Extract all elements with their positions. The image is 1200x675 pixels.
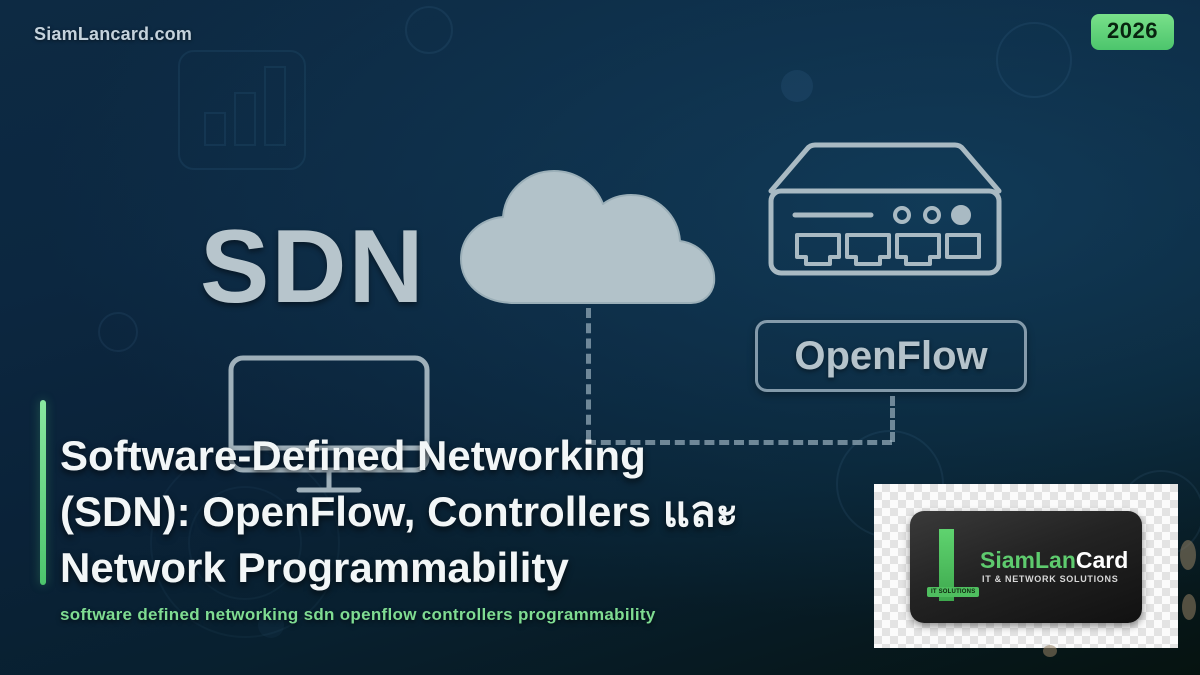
logo-brand-first: SiamLan [980,547,1076,573]
openflow-label: OpenFlow [794,333,988,378]
connector-cloud-down [586,308,591,440]
title-line-2: (SDN): OpenFlow, Controllers และ [60,488,739,535]
background-ring-2 [98,312,138,352]
connector-horizontal [586,440,892,445]
logo-brand-second: Card [1075,547,1129,573]
logo-tagline: IT & NETWORK SOLUTIONS [982,574,1119,584]
title-line-1: Software-Defined Networking [60,432,646,479]
sdn-wordmark: SDN [200,209,426,325]
cloud-icon [455,165,720,305]
openflow-badge: OpenFlow [755,320,1027,392]
connector-openflow-up [890,396,895,442]
decorative-blob-1 [1180,540,1196,570]
logo-it-solutions-badge: IT SOLUTIONS [927,587,980,597]
logo-panel: IT SOLUTIONS SiamLanCard IT & NETWORK SO… [874,484,1178,648]
site-name: SiamLancard.com [34,24,193,44]
logo-card: IT SOLUTIONS SiamLanCard IT & NETWORK SO… [910,511,1142,623]
logo-wordmark: SiamLanCard [980,547,1128,574]
decorative-blob-3 [1043,645,1057,657]
title-accent-bar [40,400,46,585]
background-ring-1 [405,6,453,54]
network-switch-icon [765,135,1005,295]
logo-green-bar-icon [939,529,954,601]
year-badge: 2026 [1091,14,1174,50]
bar-chart-icon [178,50,306,170]
decorative-blob-2 [1182,594,1196,620]
background-dot-1 [781,70,813,102]
background-ring-3 [996,22,1072,98]
page-title: Software-Defined Networking (SDN): OpenF… [60,428,860,596]
keyword-subtitle: software defined networking sdn openflow… [60,605,656,624]
gear-watermark-inner-icon [188,486,302,600]
monitor-icon [225,352,450,502]
title-line-3: Network Programmability [60,544,569,591]
